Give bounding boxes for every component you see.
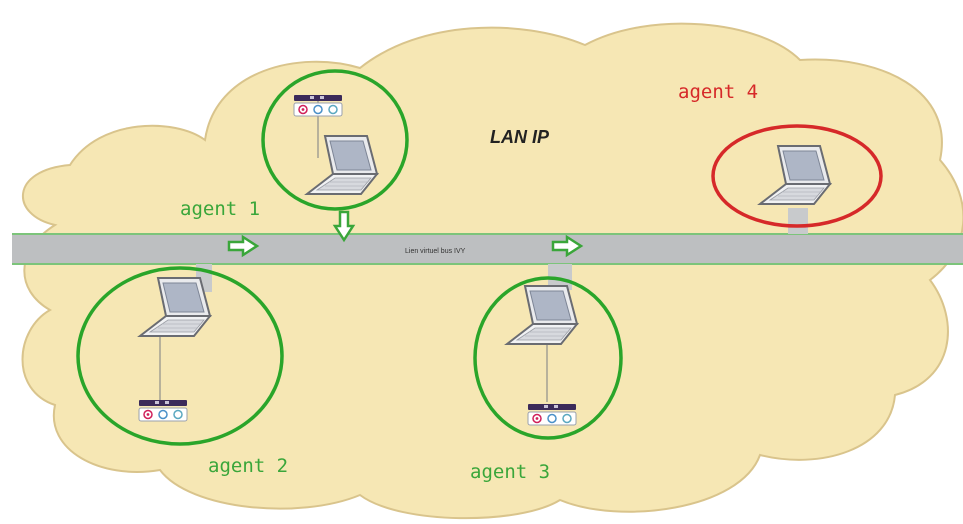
agent-2-label: agent 2 bbox=[208, 455, 288, 477]
virtual-bus bbox=[12, 234, 963, 264]
arrow-right-icon bbox=[551, 234, 584, 258]
sensor-device-icon bbox=[138, 399, 188, 422]
lan-title: LAN IP bbox=[490, 127, 550, 147]
agent-2-node bbox=[76, 266, 284, 446]
arrow-down-icon bbox=[332, 210, 356, 243]
agent-4-node bbox=[711, 124, 883, 228]
agent-1-status-ring bbox=[261, 69, 409, 211]
agent-2-status-ring bbox=[76, 266, 284, 446]
agent-4-status-ring bbox=[711, 124, 883, 228]
agent-1-label: agent 1 bbox=[180, 198, 260, 220]
agent-4-label: agent 4 bbox=[678, 81, 758, 103]
sensor-device-icon bbox=[527, 403, 577, 426]
agent-3-node bbox=[473, 276, 623, 440]
agent-1-node bbox=[261, 69, 409, 211]
connector-agent-4 bbox=[788, 208, 808, 234]
agent-3-status-ring bbox=[473, 276, 623, 440]
arrow-right-icon bbox=[227, 234, 260, 258]
bus-label: Lien virtuel bus IVY bbox=[405, 248, 466, 255]
sensor-device-icon bbox=[293, 94, 343, 117]
agent-3-label: agent 3 bbox=[470, 461, 550, 483]
